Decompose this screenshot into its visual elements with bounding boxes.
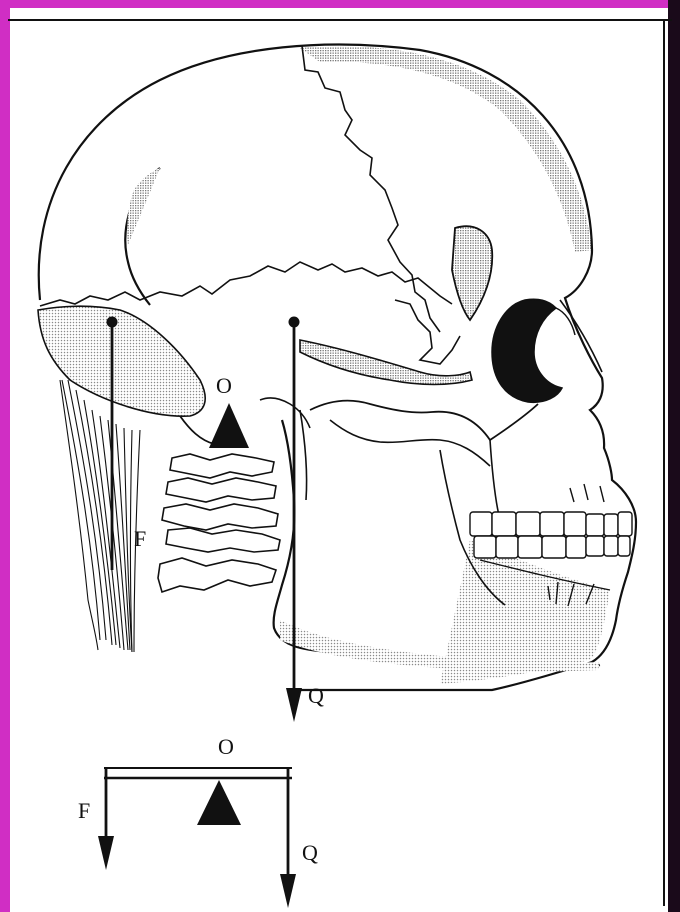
lower-teeth	[474, 536, 630, 558]
lever-fulcrum	[197, 780, 241, 825]
cranium-shading-top	[300, 46, 592, 252]
load-arrow-top	[286, 688, 302, 722]
nasal-bone	[560, 300, 602, 372]
mandible-ramus	[300, 410, 307, 500]
lever-force-arrow	[98, 836, 114, 870]
temporal-line-shade	[127, 168, 160, 245]
neck-muscles	[60, 380, 140, 652]
zygomatic-lower	[330, 420, 490, 466]
cervical-vertebrae	[158, 454, 280, 592]
orbit-socket	[492, 299, 562, 402]
pivot-label-top: O	[216, 373, 232, 398]
force-label-bottom: F	[78, 798, 90, 823]
zygomatic-arch	[310, 401, 538, 440]
lever-load-arrow	[280, 874, 296, 908]
upper-teeth	[470, 512, 632, 536]
maxilla-line	[490, 440, 500, 520]
squamosal-suture	[40, 262, 452, 306]
load-label-top: Q	[308, 683, 324, 708]
pterion-shading	[452, 226, 492, 320]
orbit-rim	[556, 308, 575, 335]
pivot-label-bottom: O	[218, 734, 234, 759]
force-label-top: F	[134, 526, 146, 551]
load-label-bottom: Q	[302, 840, 318, 865]
cranial-base-shading	[300, 340, 472, 385]
pivot-fulcrum-top	[209, 403, 249, 448]
coronal-suture	[302, 46, 440, 332]
